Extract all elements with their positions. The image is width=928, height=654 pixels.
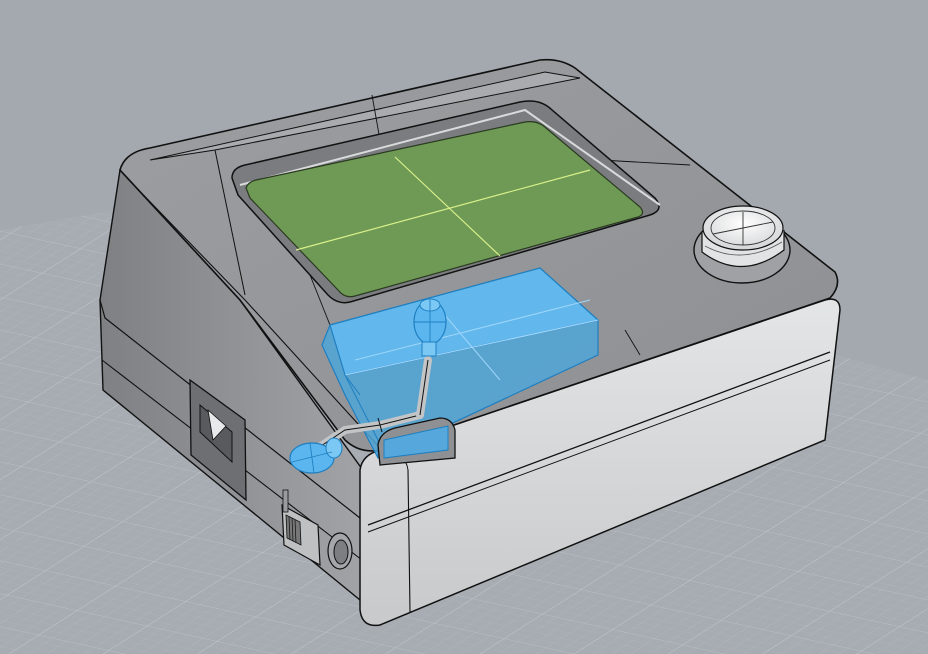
rotary-knob-icon [693, 205, 791, 284]
lever-handle[interactable] [289, 298, 447, 474]
side-switch [281, 489, 321, 567]
enclosure-front [359, 298, 841, 627]
audio-jack [327, 532, 353, 570]
enclosure-left-side [99, 168, 371, 602]
lever-slot [377, 417, 456, 466]
display-screen [245, 121, 644, 298]
selected-block[interactable] [321, 267, 600, 459]
power-socket [189, 378, 247, 502]
